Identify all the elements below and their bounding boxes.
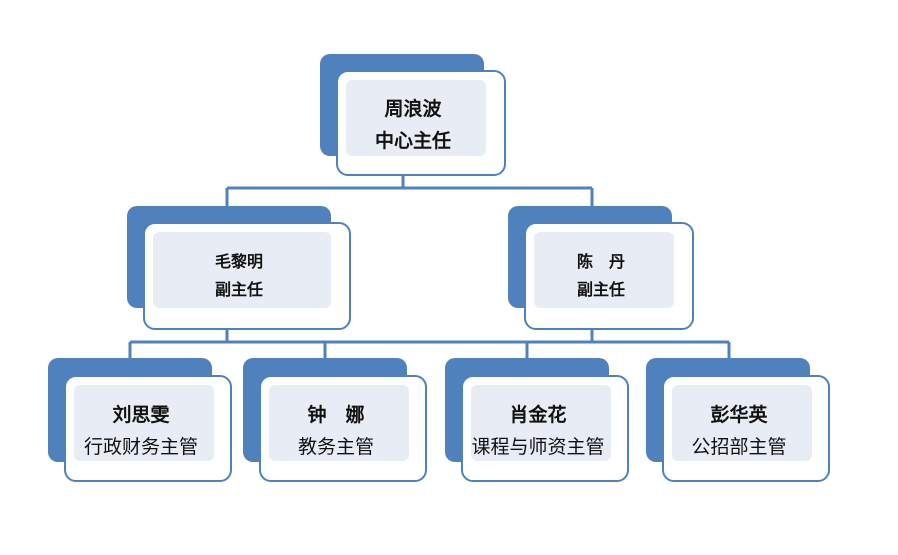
org-node-manager-2: 钟 娜 教务主管 (243, 358, 429, 484)
node-inner (346, 80, 486, 156)
node-title: 教务主管 (297, 436, 374, 458)
node-title: 副主任 (576, 280, 625, 299)
node-title: 中心主任 (374, 130, 451, 152)
node-name: 刘思雯 (112, 404, 170, 426)
node-name: 毛黎明 (214, 252, 263, 271)
node-name: 周浪波 (384, 98, 442, 120)
org-node-manager-1: 刘思雯 行政财务主管 (48, 358, 234, 484)
node-title: 副主任 (214, 280, 263, 299)
org-node-deputy-left: 毛黎明 副主任 (127, 206, 351, 330)
node-inner (153, 232, 331, 308)
org-node-deputy-right: 陈 丹 副主任 (508, 206, 694, 330)
node-inner (672, 385, 812, 461)
node-name: 钟 娜 (307, 404, 365, 426)
node-title: 公招部主管 (691, 436, 787, 458)
org-node-manager-3: 肖金花 课程与师资主管 (445, 358, 631, 484)
node-name: 彭华英 (710, 404, 768, 426)
node-name: 陈 丹 (576, 252, 625, 271)
org-node-manager-4: 彭华英 公招部主管 (646, 358, 832, 484)
node-inner (74, 385, 214, 461)
node-inner (471, 385, 611, 461)
node-inner (269, 385, 409, 461)
node-name: 肖金花 (509, 404, 567, 426)
node-title: 课程与师资主管 (471, 436, 605, 458)
node-title: 行政财务主管 (83, 436, 198, 458)
node-inner (534, 232, 674, 308)
org-node-top: 周浪波 中心主任 (320, 54, 506, 176)
